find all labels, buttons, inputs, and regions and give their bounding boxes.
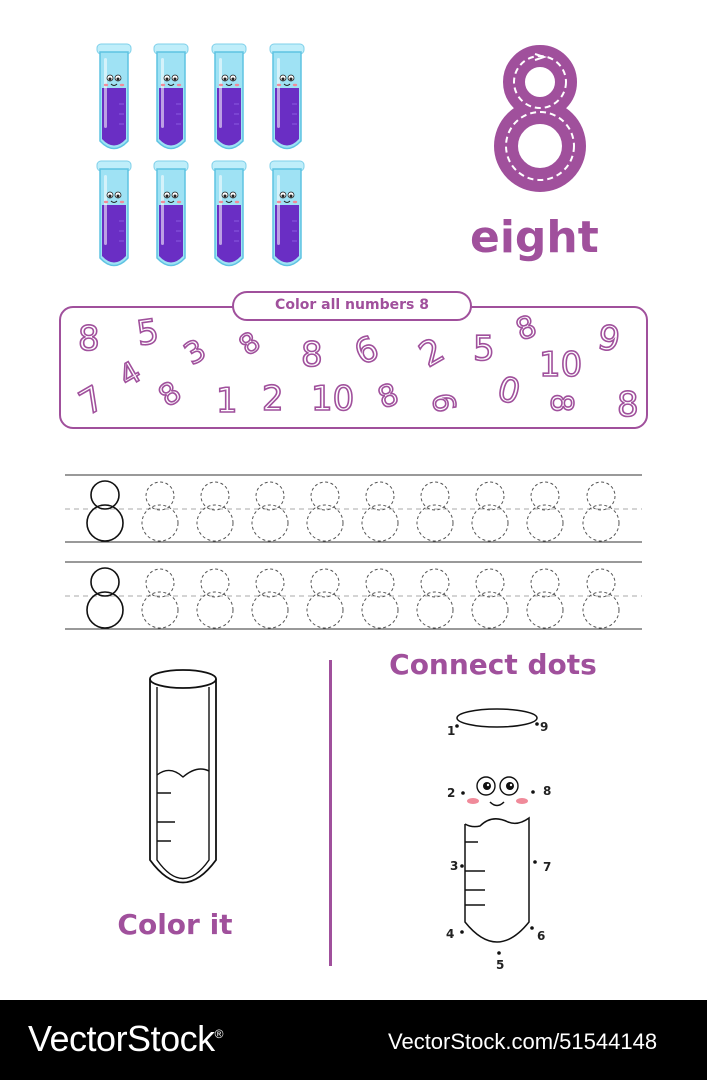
dot-label: 1 [447,724,456,738]
connect-dots-figure [455,708,539,955]
scattered-number: 0 [492,368,525,414]
scattered-number: 7 [72,377,112,424]
scattered-number: 5 [134,311,163,355]
brand-logo[interactable]: VectorStock® [28,1018,223,1060]
task-label-connect-dots: Connect dots [389,648,597,681]
scattered-number: 9 [594,317,624,362]
scattered-number: 8 [511,308,543,349]
number-word: eight [470,212,599,263]
scattered-number: 6 [423,390,462,416]
dot-label: 7 [543,860,552,874]
dot-label: 6 [537,929,546,943]
number-search-box: 8 5 3 8 8 6 2 5 8 9 10 7 4 8 1 2 10 8 6 … [59,306,648,429]
worksheet: eight 8 5 3 8 8 6 2 5 8 9 10 7 4 8 1 2 1… [59,43,648,972]
scattered-number: 8 [616,385,639,425]
scattered-number: 3 [177,332,213,373]
dot-label: 4 [446,927,455,941]
scattered-number: 2 [261,379,284,419]
task-label-color-it: Color it [117,908,233,941]
scattered-number: 2 [412,329,452,376]
scattered-number: 8 [232,324,267,363]
scattered-number: 6 [348,328,386,375]
scattered-number: 8 [543,393,580,414]
footer-banner: VectorStock® VectorStock.com/51544148 [0,1000,707,1080]
dot-label: 8 [543,784,552,798]
section-divider [329,660,332,966]
brand-name: VectorStock [28,1018,215,1059]
big-digit-eight [494,45,586,192]
scattered-number: 8 [77,319,100,359]
test-tube-outline [149,669,217,884]
scattered-number: 1 [215,381,238,421]
task-label-color-numbers: Color all numbers 8 [232,291,472,321]
scattered-number: 8 [373,376,405,417]
dot-label: 9 [540,720,549,734]
registered-mark: ® [214,1027,224,1041]
scattered-number: 8 [300,335,323,375]
dot-label: 2 [447,786,456,800]
image-id: VectorStock.com/51544148 [388,1029,658,1054]
scattered-number: 4 [112,354,148,395]
scattered-number: 5 [472,329,495,369]
dot-label: 5 [496,958,505,972]
scattered-number: 8 [152,374,189,415]
dot-label: 3 [450,859,459,873]
test-tubes-illustration [96,43,305,267]
tracing-rows [65,470,642,635]
scattered-number: 10 [310,379,355,419]
scattered-number: 10 [538,345,583,385]
